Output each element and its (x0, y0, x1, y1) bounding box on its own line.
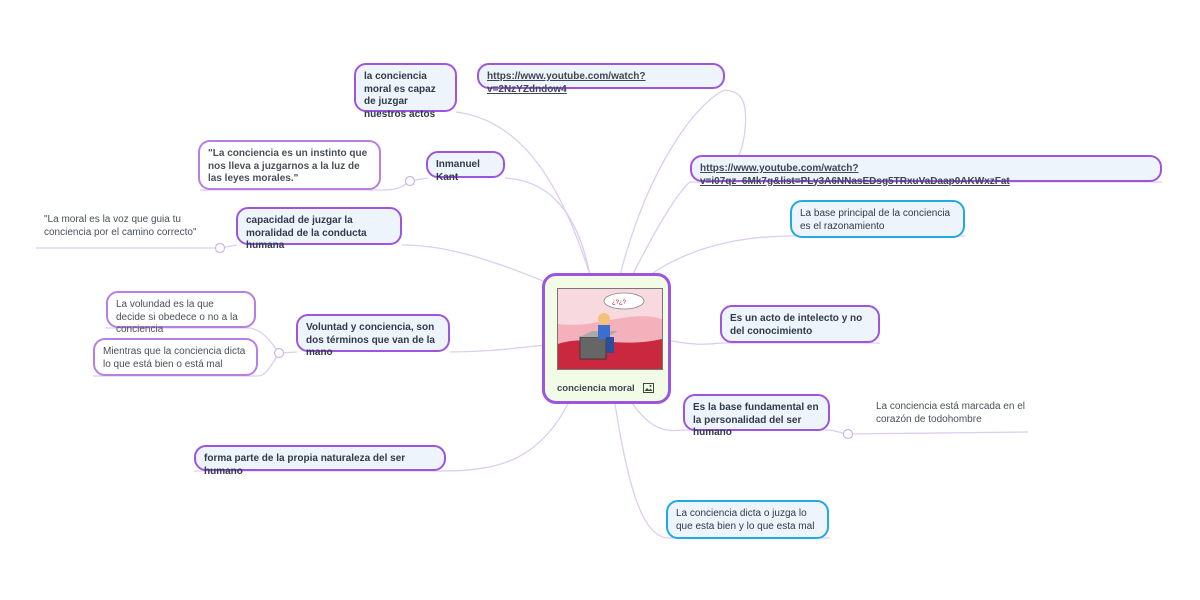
node-conciencia-juzgar[interactable]: la conciencia moral es capaz de juzgar n… (354, 63, 457, 120)
node-kant-quote[interactable]: "La conciencia es un instinto que nos ll… (198, 140, 381, 190)
node-voluntad-conciencia[interactable]: Voluntad y conciencia, son dos términos … (296, 314, 450, 358)
node-base-razonamiento[interactable]: La base principal de la conciencia es el… (790, 200, 965, 238)
node-conciencia-dicta[interactable]: Mientras que la conciencia dicta lo que … (93, 338, 258, 376)
text-corazon: La conciencia está marcada en el corazón… (876, 401, 1025, 425)
node-base-personalidad[interactable]: Es la base fundamental en la personalida… (683, 394, 830, 438)
node-capacidad-juzgar[interactable]: capacidad de juzgar la moralidad de la c… (236, 207, 402, 251)
central-topic[interactable]: ¿?¿? conciencia moral (542, 273, 671, 404)
node-inmanuel-kant[interactable]: Inmanuel Kant (426, 151, 505, 183)
text-moral-voz: "La moral es la voz que guia tu concienc… (44, 214, 197, 238)
cartoon-image: ¿?¿? (557, 288, 663, 370)
svg-text:¿?¿?: ¿?¿? (612, 300, 627, 306)
link-youtube-2[interactable]: https://www.youtube.com/watch?v=i07qz_6M… (690, 155, 1162, 187)
link-youtube-1[interactable]: https://www.youtube.com/watch?v=2NzYZdnd… (477, 63, 725, 95)
central-topic-label: conciencia moral (557, 383, 635, 394)
node-naturaleza-humana[interactable]: forma parte de la propia naturaleza del … (194, 445, 446, 477)
image-icon[interactable] (643, 383, 654, 396)
node-dicta-juzga[interactable]: La conciencia dicta o juzga lo que esta … (666, 500, 829, 539)
node-voluntad-decide[interactable]: La volundad es la que decide si obedece … (106, 291, 256, 335)
node-acto-intelecto[interactable]: Es un acto de intelecto y no del conocim… (720, 305, 880, 343)
